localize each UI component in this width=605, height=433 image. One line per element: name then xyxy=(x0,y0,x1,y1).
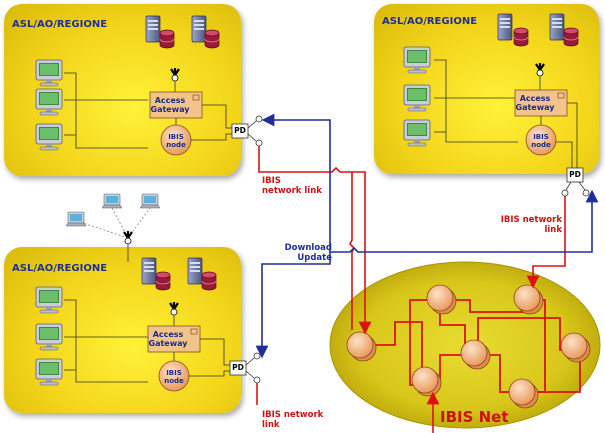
access-gateway-box xyxy=(149,91,203,119)
desktop-computer-icon xyxy=(35,59,63,87)
download-update-label: Download Update xyxy=(284,243,332,263)
desktop-computer-icon xyxy=(403,84,431,112)
desktop-computer-icon xyxy=(35,323,63,351)
server-icon xyxy=(187,257,203,285)
site-top-right-graphics xyxy=(403,13,590,197)
ibis-node-circle xyxy=(160,124,192,156)
ibis-network-link-label: IBIS network link xyxy=(262,410,324,430)
database-icon xyxy=(204,29,220,49)
pd-box xyxy=(566,167,584,183)
database-icon xyxy=(159,29,175,49)
database-icon xyxy=(513,27,529,47)
antenna-icon xyxy=(168,300,180,317)
ibis-net-title: IBIS Net xyxy=(440,408,509,426)
desktop-computer-icon xyxy=(35,358,63,386)
antenna-icon xyxy=(169,66,181,83)
database-icon xyxy=(155,271,171,291)
ibis-network-link-label: IBIS network link xyxy=(262,176,322,196)
server-icon xyxy=(497,13,513,41)
server-icon xyxy=(141,257,157,285)
server-icon xyxy=(145,15,161,43)
access-gateway-box xyxy=(147,325,201,353)
laptop-icon xyxy=(101,193,123,209)
server-icon xyxy=(191,15,207,43)
database-icon xyxy=(563,27,579,47)
laptop-icon xyxy=(139,193,161,209)
desktop-computer-icon xyxy=(35,88,63,116)
desktop-computer-icon xyxy=(403,46,431,74)
antenna-icon xyxy=(122,229,134,246)
pd-box xyxy=(229,360,247,376)
site-title: ASL/AO/REGIONE xyxy=(12,263,108,274)
ibis-network-link-label: IBIS network link xyxy=(500,215,562,235)
antenna-icon xyxy=(534,61,546,78)
desktop-computer-icon xyxy=(35,286,63,314)
site-bottom-left-graphics xyxy=(35,257,261,392)
site-top-left-graphics xyxy=(35,15,263,156)
laptop-icon xyxy=(65,211,87,227)
access-gateway-box xyxy=(514,89,568,117)
ibis-node-circle xyxy=(158,360,190,392)
wireless-laptops xyxy=(65,193,161,262)
ibis-node-circle xyxy=(525,124,557,156)
site-title: ASL/AO/REGIONE xyxy=(382,16,478,27)
pd-box xyxy=(231,123,249,139)
blue-download-links xyxy=(255,113,599,359)
desktop-computer-icon xyxy=(35,123,63,151)
desktop-computer-icon xyxy=(403,119,431,147)
server-icon xyxy=(549,13,565,41)
database-icon xyxy=(201,271,217,291)
site-title: ASL/AO/REGIONE xyxy=(12,19,108,30)
red-network-links xyxy=(256,146,566,433)
